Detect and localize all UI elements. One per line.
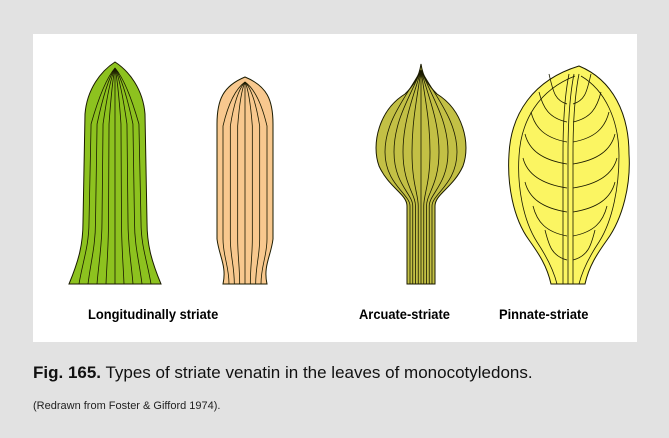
figure-caption: Fig. 165. Types of striate venatin in th… — [33, 363, 533, 383]
caption-source: (Redrawn from Foster & Gifford 1974). — [33, 400, 220, 412]
label-pinnate-striate: Pinnate-striate — [499, 306, 588, 322]
leaf-pinnate — [509, 66, 630, 284]
leaf-blade — [509, 66, 630, 284]
leaf-longitudinal-peach — [217, 77, 273, 284]
leaf-longitudinal-green — [69, 62, 161, 284]
caption-figure-number: Fig. 165. — [33, 363, 101, 382]
label-arcuate-striate: Arcuate-striate — [359, 306, 450, 322]
caption-text: Types of striate venatin in the leaves o… — [101, 363, 533, 382]
leaf-arcuate — [376, 64, 466, 284]
leaf-diagram — [33, 34, 637, 342]
label-longitudinally-striate: Longitudinally striate — [88, 306, 218, 322]
figure-panel: Longitudinally striate Arcuate-striate P… — [33, 34, 637, 342]
